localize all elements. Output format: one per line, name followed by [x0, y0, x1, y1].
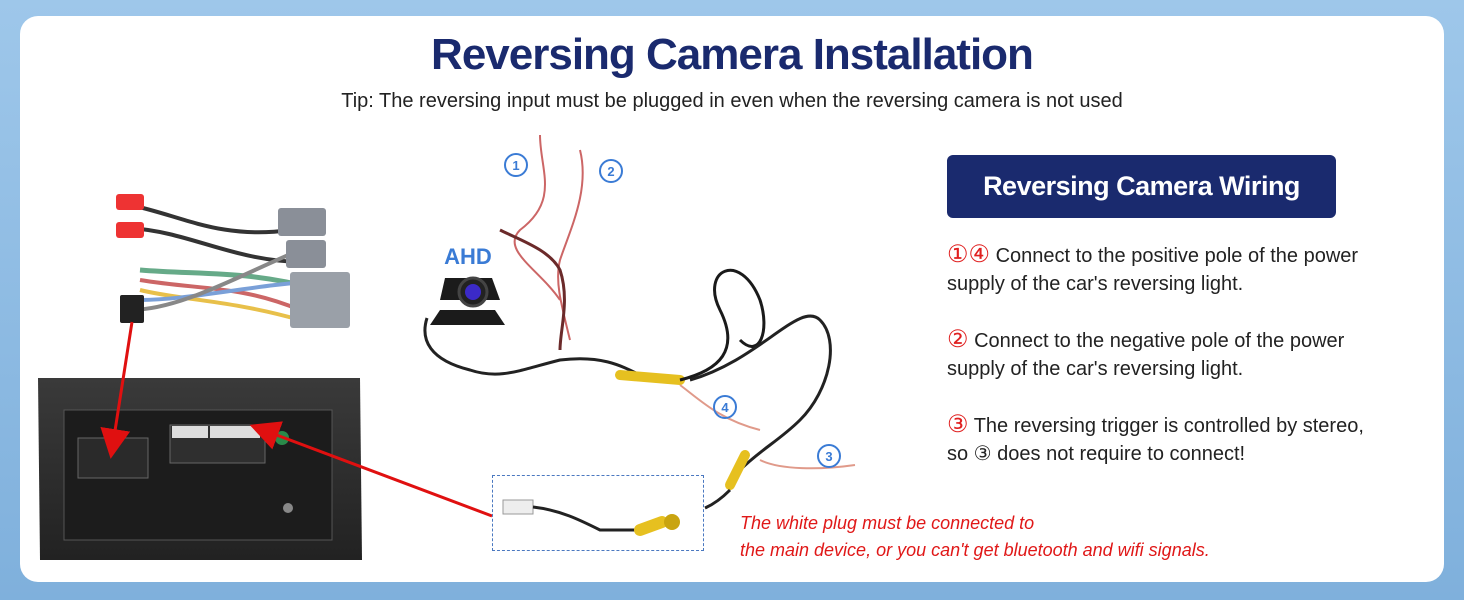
wiring-item-marks: ②: [947, 326, 969, 353]
wiring-item-marks: ①④: [947, 241, 991, 268]
wiring-item-trigger: ③ The reversing trigger is controlled by…: [947, 411, 1427, 468]
wiring-item-text2: so ③ does not require to connect!: [947, 443, 1246, 465]
plug-arrow: [249, 421, 493, 518]
wiring-item-text2: supply of the car's reversing light.: [947, 273, 1244, 295]
camera-type-label: AHD: [444, 244, 492, 269]
wire-badge-3: [817, 444, 841, 468]
wiring-harness: [116, 194, 350, 328]
wire-badge-1-label: 1: [512, 158, 519, 173]
harness-socket: [172, 426, 208, 438]
plug-detail-frame: [492, 475, 704, 551]
harness-arrow: [100, 321, 134, 459]
white-plug-detail: [502, 499, 680, 536]
installation-tip: Tip: The reversing input must be plugged…: [341, 90, 1123, 112]
warning-line-1: The white plug must be connected to: [740, 513, 1035, 533]
wiring-item-text: Connect to the negative pole of the powe…: [974, 330, 1345, 352]
wiring-item-marks: ③: [947, 411, 969, 438]
wiring-item-negative: ② Connect to the negative pole of the po…: [947, 326, 1427, 383]
wire-badge-3-label: 3: [825, 449, 832, 464]
page-title: Reversing Camera Installation: [431, 30, 1034, 79]
wiring-item-text: Connect to the positive pole of the powe…: [995, 245, 1359, 267]
warning-line-2: the main device, or you can't get blueto…: [740, 540, 1210, 560]
wire-badges: 1 2 4 3: [504, 153, 841, 468]
wire-badge-2-label: 2: [607, 164, 614, 179]
white-plug-warning: The white plug must be connected to the …: [740, 510, 1210, 564]
wire-badge-1: [504, 153, 528, 177]
wire-badge-4-label: 4: [721, 400, 729, 415]
wiring-header: Reversing Camera Wiring: [947, 155, 1336, 218]
rca-connector: [116, 194, 144, 210]
camera-cables: [423, 134, 856, 510]
wire-badge-4: [713, 395, 737, 419]
head-unit: [38, 378, 362, 560]
wiring-item-text: The reversing trigger is controlled by s…: [973, 415, 1364, 437]
wire-badge-2: [599, 159, 623, 183]
wiring-item-positive: ①④ Connect to the positive pole of the p…: [947, 241, 1427, 298]
wiring-item-text2: supply of the car's reversing light.: [947, 358, 1244, 380]
reversing-camera: [430, 276, 505, 325]
